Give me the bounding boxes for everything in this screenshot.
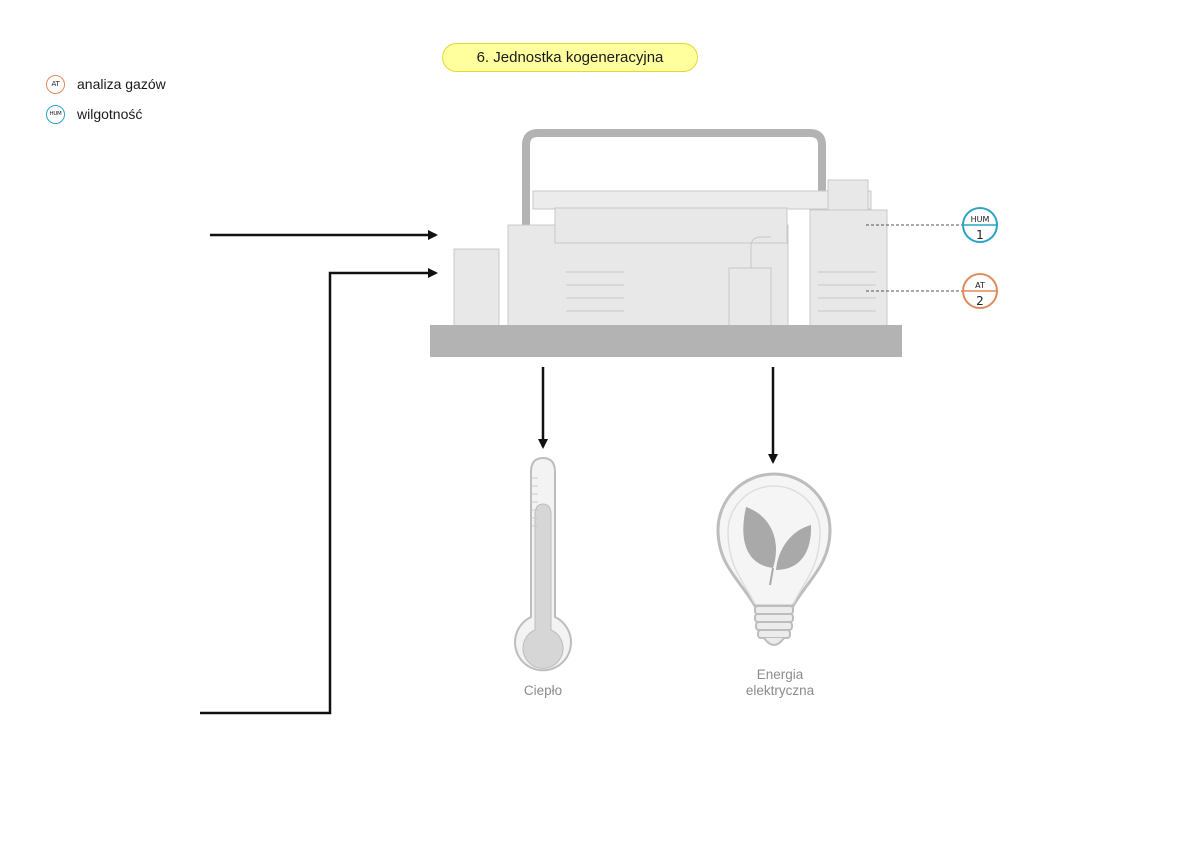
electric-energy-label: Energia elektryczna <box>720 667 840 699</box>
right-module <box>809 209 888 327</box>
sensor-type-label: AT <box>975 281 985 290</box>
legend-item-at: AT analiza gazów <box>46 73 166 95</box>
cogeneration-unit <box>430 129 902 357</box>
electric-label-line2: elektryczna <box>745 683 815 698</box>
legend-label-at: analiza gazów <box>77 76 166 92</box>
manifold <box>554 207 788 244</box>
sensor-number-label: 1 <box>976 228 984 242</box>
electric-label-line1: Energia <box>756 667 804 682</box>
sensor-hum-1: HUM 1 <box>962 207 998 243</box>
legend-label-hum: wilgotność <box>77 106 143 122</box>
engine-vents <box>566 271 624 312</box>
at-badge-icon: AT <box>46 74 65 94</box>
leaf-icon <box>743 507 812 586</box>
base-platform <box>430 325 902 357</box>
legend-item-hum: HUM wilgotność <box>46 103 166 125</box>
control-box <box>728 267 772 332</box>
right-module-vents <box>818 271 876 312</box>
sensor-type-label: HUM <box>971 215 990 224</box>
top-box <box>827 179 869 212</box>
sensor-at-2: AT 2 <box>962 273 998 309</box>
left-module <box>453 248 500 327</box>
top-cover <box>532 190 872 210</box>
legend: AT analiza gazów HUM wilgotność <box>46 73 166 133</box>
hum-badge-icon: HUM <box>46 104 65 124</box>
sensor-number-label: 2 <box>976 294 984 308</box>
exhaust-pipe <box>522 129 826 230</box>
diagram-title: 6. Jednostka kogeneracyjna <box>442 43 698 72</box>
heat-label: Ciepło <box>523 683 563 698</box>
input-arrow-lower <box>200 268 438 715</box>
control-cable <box>750 236 771 268</box>
thermometer-icon <box>514 456 572 672</box>
light-bulb-icon <box>716 472 832 646</box>
